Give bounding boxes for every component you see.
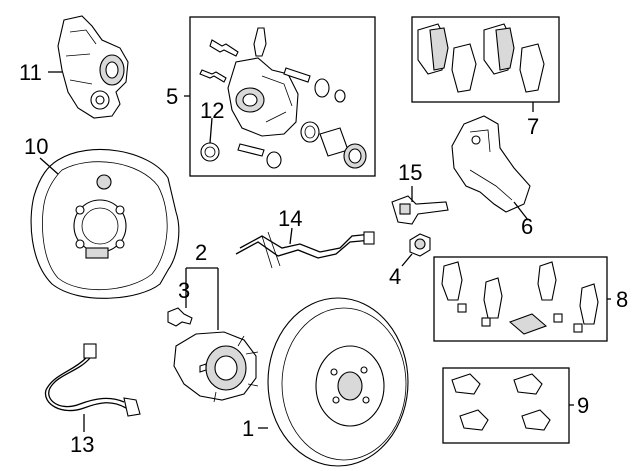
callout-8: 8: [616, 287, 628, 312]
parking-brake-actuator: [57, 15, 129, 119]
callout-7: 7: [527, 114, 539, 139]
callout-2: 2: [195, 240, 207, 265]
anti-rattle-clips: [451, 373, 551, 431]
brake-hose: [235, 231, 375, 269]
caliper-assembly: [227, 57, 299, 137]
brake-pads: [417, 23, 545, 93]
leader-lines: [39, 71, 611, 432]
hub-bearing-assembly: [173, 331, 259, 403]
speed-sensor-wire: [44, 343, 141, 417]
callout-12: 12: [200, 98, 224, 123]
backing-plate: [30, 149, 180, 299]
callout-1: 1: [242, 416, 254, 441]
wear-sensor: [391, 195, 449, 225]
pad-hardware: [441, 261, 599, 335]
callout-6: 6: [521, 214, 533, 239]
caliper-seals: [200, 78, 367, 169]
caliper-bolts: [199, 27, 311, 157]
brake-pad-kit-box: [411, 16, 560, 103]
callout-10: 10: [24, 134, 48, 159]
hub-stud: [167, 307, 193, 327]
callout-3: 3: [178, 278, 190, 303]
brake-disc: [267, 297, 409, 467]
callout-4: 4: [389, 264, 401, 289]
callout-9: 9: [577, 393, 589, 418]
callout-13: 13: [70, 432, 94, 457]
caliper-support-bracket: [451, 115, 531, 213]
callout-14: 14: [278, 206, 302, 231]
callout-5: 5: [166, 84, 178, 109]
hub-nut: [409, 233, 431, 257]
callout-11: 11: [19, 60, 42, 85]
callout-15: 15: [398, 160, 422, 185]
